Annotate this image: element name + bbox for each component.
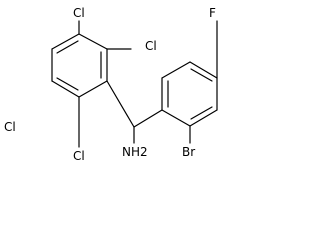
ring-a-bond-3 [51,80,80,98]
cl-top-left-label: Cl [73,6,85,20]
ring-b-bond-2 [161,61,191,79]
cl-bottom-label: Cl [73,149,85,163]
ring-b-bond-5 [189,109,218,127]
ring-a-bond-6 [78,33,108,50]
bromofluorophenyl-ring [161,61,218,127]
ring-b-bond-5-inner [190,106,213,120]
molecule-structure-diagram: Cl Cl Cl Cl NH2 F Br [4,6,218,163]
fluoro-label: F [209,6,216,20]
ring-b-bond-3 [189,61,218,79]
ring-a-bond-1-inner [56,40,79,54]
cl-top-right-label: Cl [145,39,157,53]
ring-a-to-ch-bond [106,80,135,128]
ring-a-bond-4 [78,80,108,98]
tetrachlorophenyl-ring [51,33,108,98]
cl-left-label: Cl [4,120,16,134]
bromo-label: Br [182,145,195,159]
ring-b-bond-6 [161,109,191,127]
ring-b-bond-3-inner [190,68,213,82]
ring-a-bond-1 [51,33,80,50]
amine-label: NH2 [122,145,148,159]
ch-to-ring-b-bond [133,109,163,128]
ring-a-bond-3-inner [56,77,79,91]
